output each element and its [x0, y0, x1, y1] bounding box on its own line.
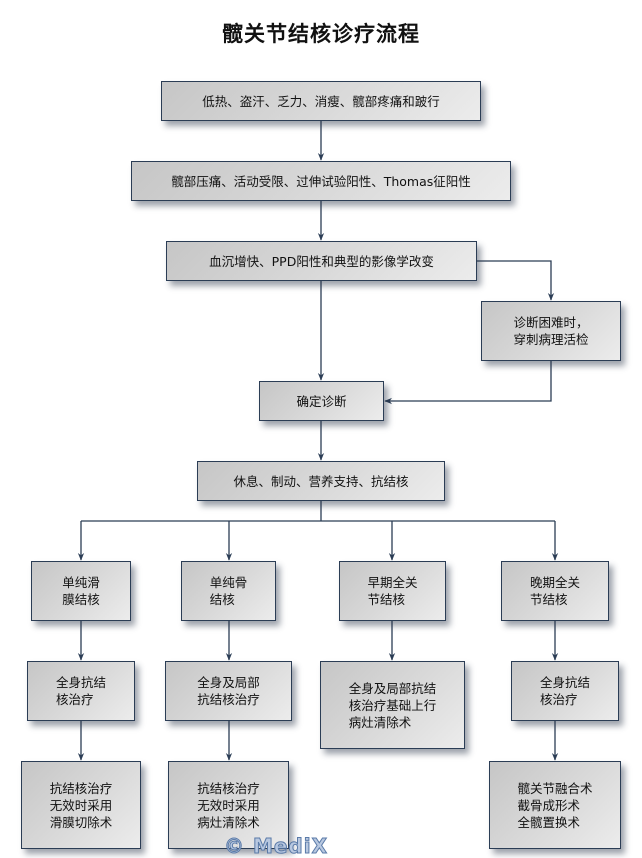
watermark: © MediX: [223, 834, 329, 858]
branch-1-type: 单纯滑 膜结核: [31, 561, 131, 621]
step-diagnosis: 确定诊断: [259, 381, 384, 421]
arrow-biopsy-to-diagnosis: [384, 361, 552, 405]
branch-4-treatment-text: 全身抗结 核治疗: [539, 675, 590, 707]
branch-2-treatment-text: 全身及局部 抗结核治疗: [197, 675, 260, 707]
step-biopsy: 诊断困难时， 穿刺病理活检: [481, 301, 621, 361]
branch-3-type-text: 早期全关 节结核: [367, 575, 418, 607]
branch-1-treatment-text: 全身抗结 核治疗: [55, 675, 106, 707]
arrow-labs-to-biopsy: [477, 260, 555, 301]
branch-3-treatment-text: 全身及局部抗结 核治疗基础上行 病灶清除术: [348, 680, 437, 730]
branch-4-treatment: 全身抗结 核治疗: [511, 661, 619, 721]
branch-3-type: 早期全关 节结核: [339, 561, 446, 621]
step-signs-text: 髋部压痛、活动受限、过伸试验阳性、Thomas征阳性: [171, 173, 471, 189]
step-signs: 髋部压痛、活动受限、过伸试验阳性、Thomas征阳性: [131, 161, 511, 201]
branch-2-type-text: 单纯骨 结核: [209, 575, 248, 607]
branch-4-surgery-text: 髋关节融合术 截骨成形术 全髋置换术: [517, 780, 593, 830]
step-general-treatment-text: 休息、制动、营养支持、抗结核: [233, 473, 409, 489]
branch-3-treatment: 全身及局部抗结 核治疗基础上行 病灶清除术: [320, 661, 465, 749]
branch-2-surgery-text: 抗结核治疗 无效时采用 病灶清除术: [197, 780, 260, 830]
step-symptoms: 低热、盗汗、乏力、消瘦、髋部疼痛和跛行: [161, 81, 481, 121]
branch-1-treatment: 全身抗结 核治疗: [27, 661, 135, 721]
branch-1-surgery-text: 抗结核治疗 无效时采用 滑膜切除术: [49, 780, 113, 830]
branch-1-surgery: 抗结核治疗 无效时采用 滑膜切除术: [21, 761, 141, 849]
step-labs-text: 血沉增快、PPD阳性和典型的影像学改变: [209, 253, 434, 269]
branch-4-type: 晚期全关 节结核: [501, 561, 609, 621]
step-biopsy-text: 诊断困难时， 穿刺病理活检: [513, 315, 589, 347]
flowchart-title: 髋关节结核诊疗流程: [222, 22, 420, 46]
step-general-treatment: 休息、制动、营养支持、抗结核: [197, 461, 445, 501]
step-symptoms-text: 低热、盗汗、乏力、消瘦、髋部疼痛和跛行: [202, 93, 440, 109]
branch-2-treatment: 全身及局部 抗结核治疗: [165, 661, 292, 721]
branch-2-type: 单纯骨 结核: [181, 561, 276, 621]
branch-1-type-text: 单纯滑 膜结核: [62, 575, 100, 607]
branch-4-type-text: 晚期全关 节结核: [529, 575, 580, 607]
branch-2-surgery: 抗结核治疗 无效时采用 病灶清除术: [168, 761, 289, 849]
step-diagnosis-text: 确定诊断: [296, 393, 347, 409]
step-labs: 血沉增快、PPD阳性和典型的影像学改变: [166, 241, 477, 281]
branch-4-surgery: 髋关节融合术 截骨成形术 全髋置换术: [489, 761, 621, 849]
